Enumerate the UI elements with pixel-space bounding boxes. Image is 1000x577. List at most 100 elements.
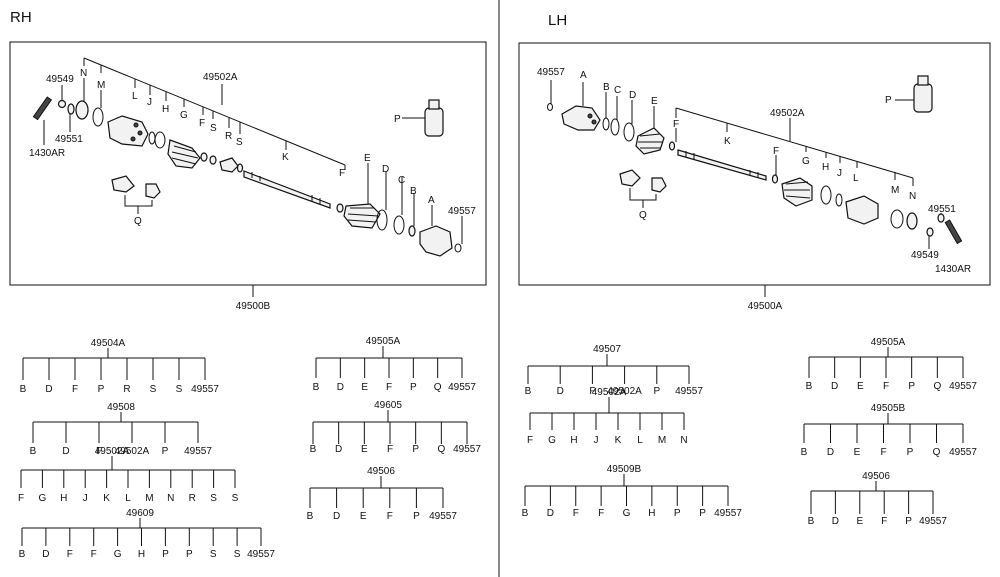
rh-kit-item[interactable]: D	[335, 444, 342, 455]
lh-kit-item[interactable]: K	[615, 435, 622, 446]
lh-kit-item[interactable]: P	[674, 508, 681, 519]
lh-nut-49549[interactable]	[926, 227, 934, 237]
rh-callout-k[interactable]: K	[282, 152, 289, 163]
rh-inner-joint-a[interactable]	[419, 225, 453, 257]
rh-bolt-1430ar[interactable]	[32, 96, 53, 121]
lh-kit-item[interactable]: L	[637, 435, 643, 446]
rh-shaft-k[interactable]	[243, 170, 331, 209]
rh-kit-item[interactable]: K	[103, 493, 110, 504]
lh-kit-item[interactable]: 49557	[919, 516, 947, 527]
rh-kit-item[interactable]: E	[360, 511, 367, 522]
lh-kit-item[interactable]: G	[548, 435, 556, 446]
rh-kit-item[interactable]: P	[162, 549, 169, 560]
lh-kit-item[interactable]: B	[806, 381, 813, 392]
rh-callout-h[interactable]: H	[162, 104, 169, 115]
lh-band-h[interactable]	[820, 185, 832, 205]
rh-kit-item[interactable]: L	[125, 493, 131, 504]
rh-kit-item[interactable]: F	[18, 493, 24, 504]
lh-kit-item[interactable]: B	[525, 386, 532, 397]
lh-bolt-1430ar[interactable]	[944, 219, 963, 245]
lh-kit-title[interactable]: 49506	[862, 471, 890, 482]
lh-ring-c[interactable]	[610, 118, 620, 136]
lh-callout-h[interactable]: H	[822, 162, 829, 173]
lh-part-n[interactable]	[906, 212, 918, 230]
rh-callout-m[interactable]: M	[97, 80, 105, 91]
lh-callout-a[interactable]: A	[580, 70, 587, 81]
lh-kit-item[interactable]: 49557	[714, 508, 742, 519]
rh-kit-item[interactable]: P	[98, 384, 105, 395]
rh-kit-title[interactable]: 49506	[367, 466, 395, 477]
lh-callout-49502a[interactable]: 49502A	[770, 108, 805, 119]
rh-kit-item[interactable]: S	[150, 384, 157, 395]
rh-callout-l[interactable]: L	[132, 91, 138, 102]
rh-kit-item[interactable]: B	[19, 549, 26, 560]
lh-band-j[interactable]	[835, 193, 843, 207]
lh-kit-item[interactable]: D	[832, 516, 839, 527]
rh-kit-item[interactable]: D	[45, 384, 52, 395]
rh-grease-p[interactable]	[424, 107, 444, 137]
rh-circlip-49557[interactable]	[454, 243, 462, 253]
lh-callout-e[interactable]: E	[651, 96, 658, 107]
rh-kit-title[interactable]: 49504A	[91, 338, 126, 349]
rh-callout-49502a[interactable]: 49502A	[203, 72, 238, 83]
rh-kit-item[interactable]: P	[413, 511, 420, 522]
lh-kit-item[interactable]: P	[653, 386, 660, 397]
lh-callout-c[interactable]: C	[614, 85, 621, 96]
rh-callout-1430ar[interactable]: 1430AR	[29, 148, 65, 159]
lh-grease-p[interactable]	[913, 83, 933, 113]
rh-callout-s1[interactable]: S	[210, 123, 217, 134]
lh-kit-item[interactable]: P	[905, 516, 912, 527]
rh-kit-item[interactable]: G	[114, 549, 122, 560]
lh-callout-p[interactable]: P	[885, 95, 892, 106]
lh-kit-item[interactable]: D	[547, 508, 554, 519]
lh-joint-kit-q1[interactable]	[619, 169, 641, 187]
rh-outer-joint[interactable]	[107, 115, 149, 147]
lh-kit-item[interactable]: F	[589, 386, 595, 397]
rh-callout-e[interactable]: E	[364, 153, 371, 164]
lh-kit-title[interactable]: 49509B	[607, 464, 642, 475]
rh-callout-p[interactable]: P	[394, 114, 401, 125]
lh-kit-item[interactable]: P	[908, 381, 915, 392]
lh-outer-joint[interactable]	[845, 195, 879, 225]
rh-kit-title[interactable]: 49605	[374, 400, 402, 411]
lh-kit-item[interactable]: Q	[933, 381, 941, 392]
rh-nut-49549[interactable]	[57, 99, 67, 109]
rh-joint-kit-q1[interactable]	[111, 175, 135, 193]
lh-callout-49551[interactable]: 49551	[928, 204, 956, 215]
rh-kit-item[interactable]: 49557	[429, 511, 457, 522]
rh-callout-n[interactable]: N	[80, 68, 87, 79]
lh-boot-e[interactable]	[635, 127, 665, 155]
rh-callout-49549[interactable]: 49549	[46, 74, 74, 85]
rh-kit-item[interactable]: F	[96, 446, 102, 457]
rh-joint-kit-q2[interactable]	[145, 183, 161, 199]
lh-kit-title[interactable]: 49505A	[871, 337, 906, 348]
rh-kit-item[interactable]: D	[62, 446, 69, 457]
rh-kit-item[interactable]: B	[20, 384, 27, 395]
rh-kit-title[interactable]: 49505A	[366, 336, 401, 347]
rh-callout-c[interactable]: C	[398, 175, 405, 186]
lh-kit-item[interactable]: F	[573, 508, 579, 519]
rh-kit-item[interactable]: P	[410, 382, 417, 393]
lh-kit-item[interactable]: D	[557, 386, 564, 397]
rh-clip-b[interactable]	[408, 225, 416, 237]
lh-assembly-number[interactable]: 49500A	[748, 301, 783, 312]
lh-kit-item[interactable]: F	[880, 447, 886, 458]
rh-kit-item[interactable]: B	[310, 444, 317, 455]
rh-assembly-number[interactable]: 49500B	[236, 301, 271, 312]
rh-kit-item[interactable]: E	[361, 444, 368, 455]
lh-band-f2[interactable]	[771, 174, 779, 184]
lh-shaft-k[interactable]	[677, 149, 767, 181]
rh-kit-item[interactable]: H	[60, 493, 67, 504]
rh-kit-item[interactable]: F	[386, 382, 392, 393]
rh-callout-b[interactable]: B	[410, 186, 417, 197]
lh-kit-item[interactable]: P	[699, 508, 706, 519]
lh-ring-m[interactable]	[890, 209, 904, 229]
lh-kit-item[interactable]: B	[801, 447, 808, 458]
lh-circlip-49557[interactable]	[547, 103, 553, 111]
rh-kit-item[interactable]: E	[361, 382, 368, 393]
lh-kit-title[interactable]: 49507	[593, 344, 621, 355]
rh-ring-c[interactable]	[393, 215, 405, 235]
lh-kit-item[interactable]: G	[623, 508, 631, 519]
lh-callout-g[interactable]: G	[802, 156, 810, 167]
lh-kit-item[interactable]: D	[831, 381, 838, 392]
